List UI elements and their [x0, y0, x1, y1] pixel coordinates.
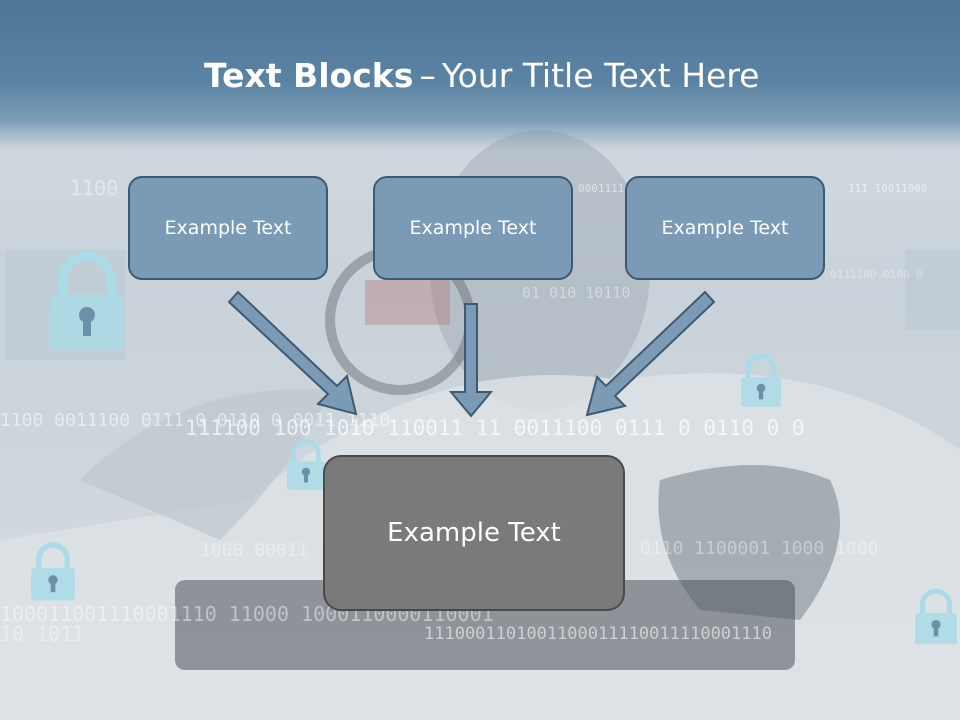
arrow-left — [227, 290, 358, 416]
binary-text: 00011110 — [578, 182, 631, 195]
padlock-icon — [31, 542, 75, 601]
binary-text: 0110 1100001 1000 1000 — [640, 538, 879, 559]
binary-text: 111 10011000 — [848, 182, 928, 195]
padlock-icon — [287, 439, 325, 490]
text-box-label: Example Text — [409, 217, 537, 239]
main-text-box[interactable]: Example Text — [323, 455, 625, 611]
main-text-box-label: Example Text — [387, 518, 561, 548]
arrow-center — [448, 303, 494, 418]
binary-text: 111100 100 1010 110011 11 0011100 0111 0… — [185, 416, 805, 440]
binary-text: 1000 00011 — [200, 540, 309, 561]
padlock-icon — [50, 251, 124, 350]
slide-title: Text Blocks–Your Title Text Here — [204, 54, 760, 98]
title-text: Your Title Text Here — [441, 56, 760, 95]
binary-text: 10 1011 — [0, 622, 85, 646]
title-bar — [0, 0, 960, 150]
text-box-3[interactable]: Example Text — [625, 176, 825, 280]
binary-text: 1110001101001100011110011110001110 — [424, 624, 772, 644]
binary-text: 1100 0011100 0111 0 0110 0 0011 1110 — [0, 410, 391, 431]
text-box-1[interactable]: Example Text — [128, 176, 328, 280]
binary-text: 01 010 10110 — [522, 284, 631, 302]
title-separator: – — [419, 56, 436, 95]
binary-text: 0111100 0100 0 — [830, 268, 923, 281]
text-box-2[interactable]: Example Text — [373, 176, 573, 280]
padlock-icon — [915, 588, 957, 645]
title-bold: Text Blocks — [204, 56, 414, 95]
padlock-icon — [741, 353, 781, 407]
text-box-label: Example Text — [661, 217, 789, 239]
binary-text: 1100 — [70, 176, 119, 200]
arrow-right — [585, 290, 716, 417]
text-box-label: Example Text — [164, 217, 292, 239]
